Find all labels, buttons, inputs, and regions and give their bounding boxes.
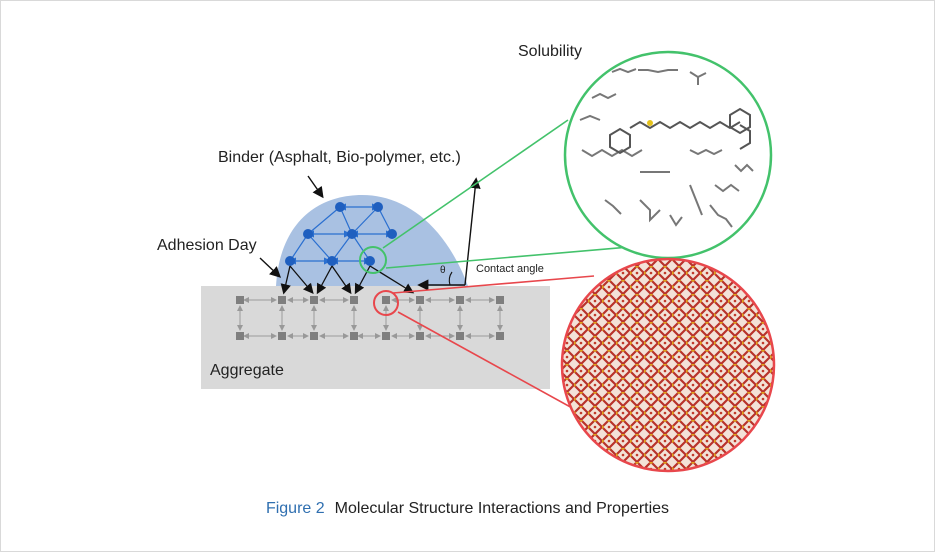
contact-angle-label: Contact angle xyxy=(476,263,544,275)
solubility-zoom xyxy=(563,50,773,260)
callout-lines xyxy=(382,119,665,421)
figure-title: Molecular Structure Interactions and Pro… xyxy=(334,500,670,517)
binder-label: Binder (Asphalt, Bio-polymer, etc.) xyxy=(218,149,461,166)
adhesion-label: Adhesion Day xyxy=(157,237,257,254)
sulfur-atom xyxy=(647,120,653,126)
figure-caption: Figure 2 Molecular Structure Interactions… xyxy=(0,500,935,518)
binder-nodes xyxy=(285,202,397,266)
figure-number: Figure 2 xyxy=(265,500,325,517)
crystal-zoom xyxy=(560,257,776,473)
binder-lattice xyxy=(288,203,394,265)
molecule-structures xyxy=(579,67,754,228)
binder-highlight-circle xyxy=(359,246,387,274)
adhesion-arrows xyxy=(280,265,415,295)
aggregate-nodes xyxy=(236,296,504,340)
solubility-label: Solubility xyxy=(518,43,582,60)
contact-angle-lines xyxy=(417,177,481,291)
aggregate-label: Aggregate xyxy=(210,362,284,379)
theta-label: θ xyxy=(440,265,446,276)
aggregate-highlight-circle xyxy=(373,290,399,316)
label-pointers xyxy=(259,175,324,278)
